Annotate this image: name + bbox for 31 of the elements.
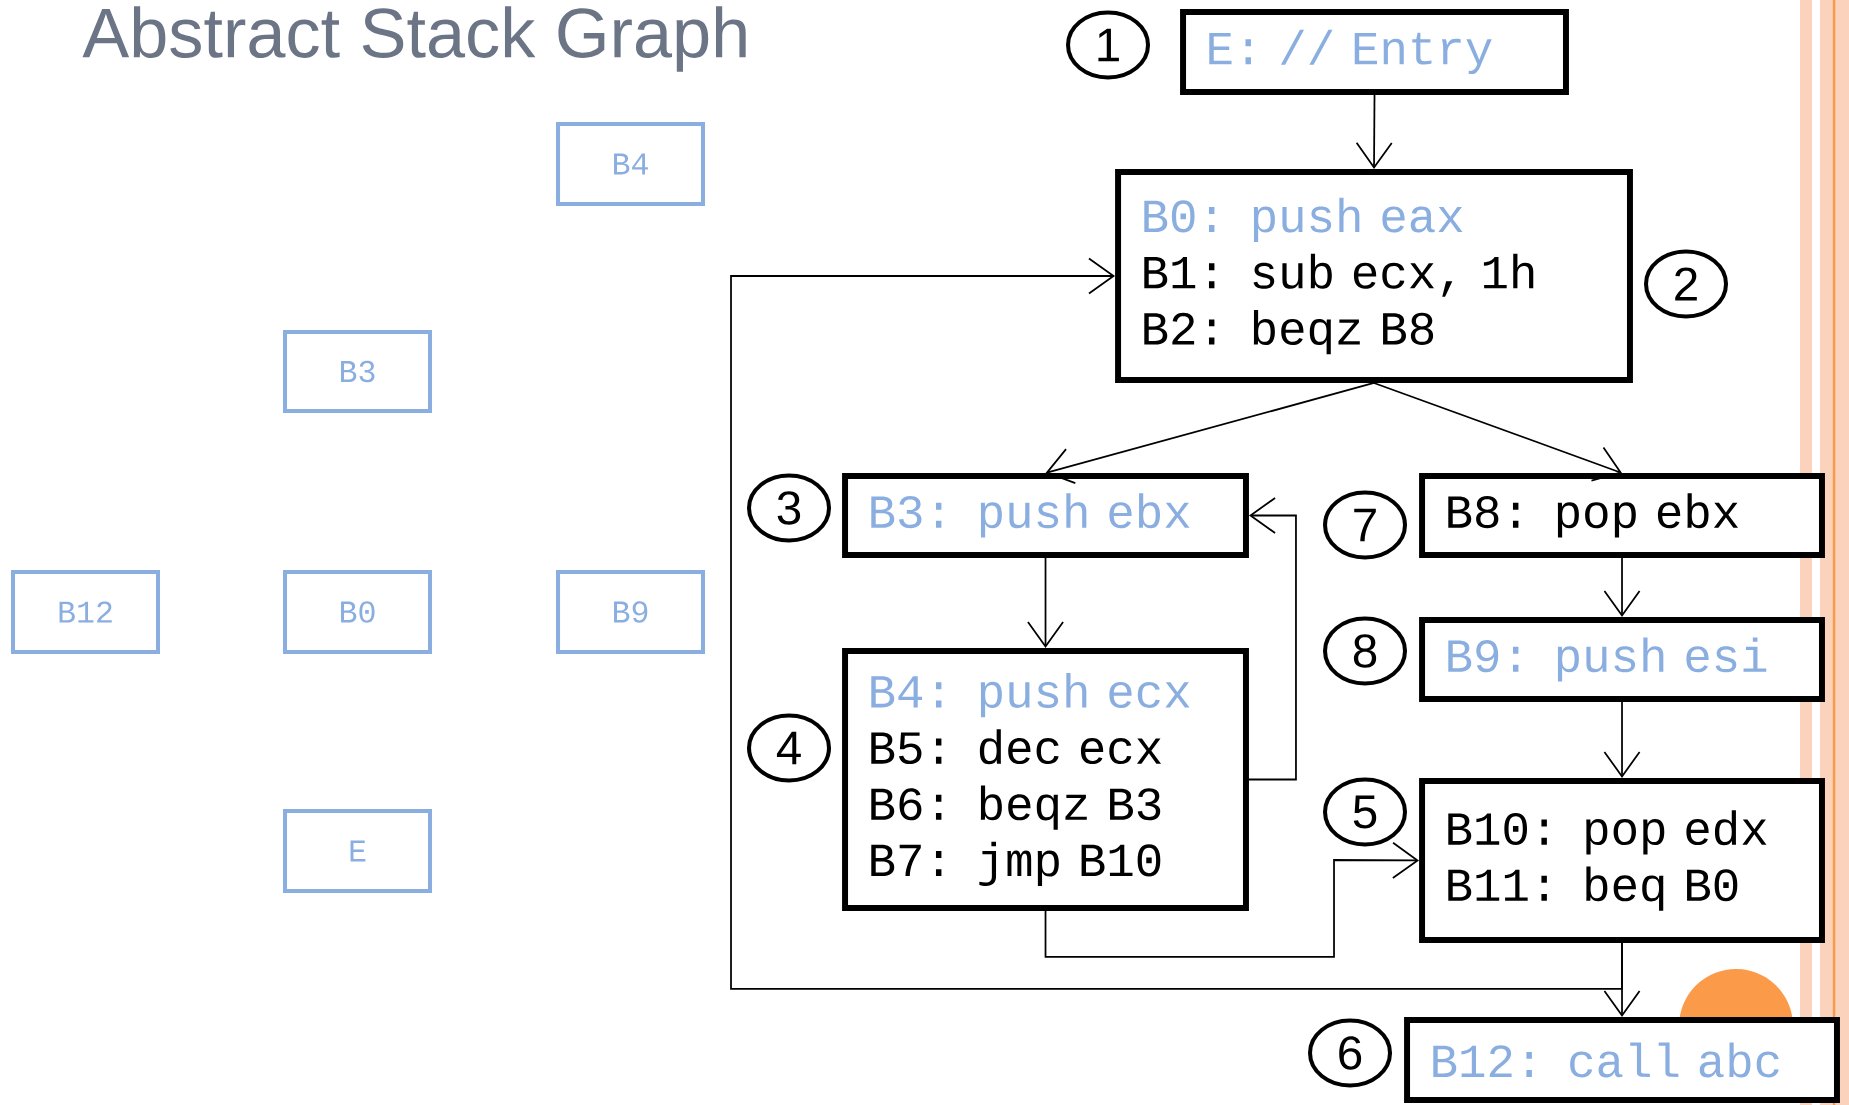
code-box: B10: pop edx B11: beq B0 [1419,778,1825,943]
block-box: B0 [283,570,432,654]
callout-number: 4 [747,713,831,783]
arrow [1373,382,1622,482]
callout-number: 3 [747,473,831,543]
code-box: B4: push ecx B5: dec ecx B6: beqz B3 B7: jmp B10 [842,648,1249,911]
block-box: B9 [556,570,705,654]
arrow [730,257,1623,990]
code-box: B3: push ebx [842,473,1249,558]
callout-number: 7 [1323,490,1407,560]
callout-number: 6 [1308,1018,1393,1088]
callout-number: 2 [1644,249,1729,319]
block-box: B12 [11,570,160,654]
code-box: B8: pop ebx [1419,473,1825,558]
callout-number: 5 [1323,777,1407,847]
block-box: E [283,809,432,893]
code-box: E: // Entry [1180,9,1569,95]
callout-number: 1 [1066,10,1151,80]
code-box: B12: call abc [1404,1017,1840,1103]
block-box: B4 [556,122,705,206]
arrow [1603,701,1641,779]
arrow [1027,557,1064,649]
code-box: B9: push esi [1419,617,1825,702]
block-box: B3 [283,330,432,413]
arrow [1044,841,1420,958]
arrow [1248,497,1297,781]
code-box: B0: push eax B1: sub ecx, 1h B2: beqz B8 [1115,169,1633,383]
slide-title: Abstract Stack Graph [82,6,746,72]
callout-number: 8 [1323,616,1407,686]
arrow [1355,94,1393,170]
arrow [1045,382,1375,484]
